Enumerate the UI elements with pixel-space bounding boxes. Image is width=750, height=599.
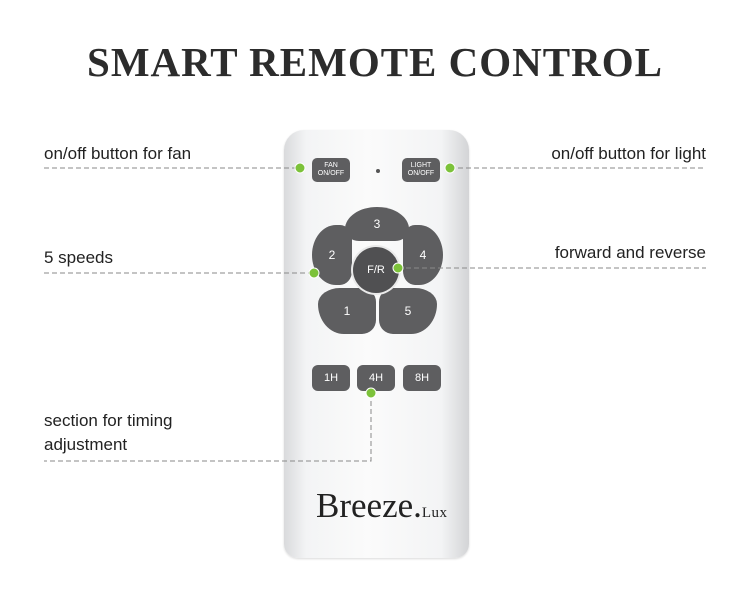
forward-reverse-button[interactable]: F/R <box>353 247 399 293</box>
callout-dot-timing <box>365 387 377 399</box>
label-light-button: on/off button for light <box>551 144 706 163</box>
indicator-led <box>376 169 380 173</box>
fan-button-label-line2: ON/OFF <box>317 170 345 177</box>
speed-2-label: 2 <box>328 248 336 262</box>
label-timing-line2: adjustment <box>44 435 128 454</box>
callout-dot-light <box>444 162 456 174</box>
light-button-label-line2: ON/OFF <box>407 170 435 177</box>
callout-line-timing <box>44 393 372 462</box>
forward-reverse-label: F/R <box>367 264 385 276</box>
speed-3-button[interactable]: 3 <box>345 207 409 241</box>
timer-4h-button[interactable]: 4H <box>357 365 395 391</box>
speed-4-label: 4 <box>419 248 427 262</box>
page-title: SMART REMOTE CONTROL <box>87 39 663 85</box>
brand-sub: Lux <box>421 505 448 521</box>
timer-8h-label: 8H <box>414 372 430 384</box>
remote-control-body <box>284 130 469 558</box>
light-on-off-button[interactable]: LIGHT ON/OFF <box>402 158 440 182</box>
label-speeds: 5 speeds <box>44 248 113 267</box>
callout-dot-fan <box>294 162 306 174</box>
speed-4-button[interactable]: 4 <box>403 225 443 285</box>
callout-dot-speeds <box>308 267 320 279</box>
fan-button-label-line1: FAN <box>324 162 338 169</box>
brand-logo: Breeze.Lux <box>316 486 448 526</box>
light-button-label-line1: LIGHT <box>410 162 432 169</box>
label-timing-line1: section for timing <box>44 411 173 430</box>
speed-5-button[interactable]: 5 <box>379 288 437 334</box>
timer-8h-button[interactable]: 8H <box>403 365 441 391</box>
speed-1-label: 1 <box>343 304 351 318</box>
timer-1h-label: 1H <box>323 372 339 384</box>
timer-4h-label: 4H <box>368 372 384 384</box>
brand-main: Breeze. <box>316 486 422 525</box>
speed-3-label: 3 <box>373 217 381 231</box>
timer-1h-button[interactable]: 1H <box>312 365 350 391</box>
fan-on-off-button[interactable]: FAN ON/OFF <box>312 158 350 182</box>
label-fan-button: on/off button for fan <box>44 144 192 163</box>
label-forward-reverse: forward and reverse <box>554 243 706 262</box>
callout-dot-forward-reverse <box>392 262 404 274</box>
speed-1-button[interactable]: 1 <box>318 288 376 334</box>
speed-5-label: 5 <box>404 304 412 318</box>
